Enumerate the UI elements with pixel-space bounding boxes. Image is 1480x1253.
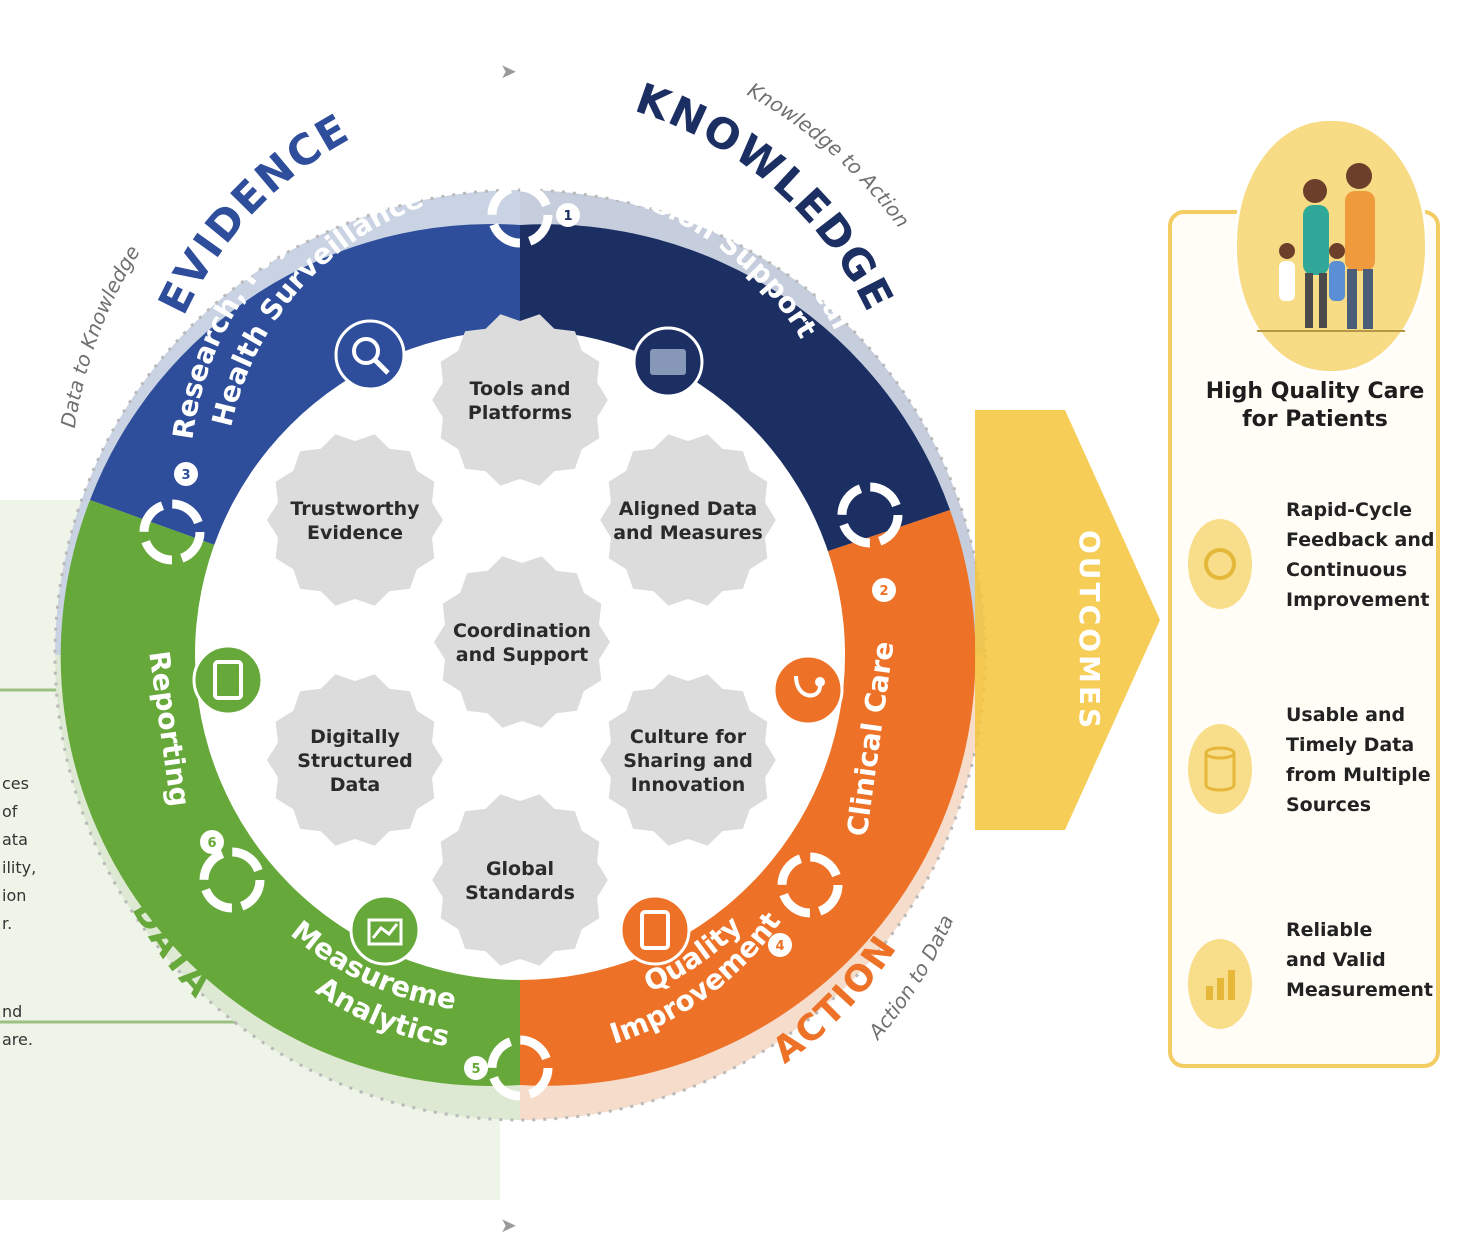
gear-label: Culture for <box>630 726 747 748</box>
left-fragment-6: r. <box>2 914 13 933</box>
family-patients-icon <box>1234 118 1428 374</box>
gear-label: Structured <box>297 750 412 772</box>
gear-shape <box>432 794 608 966</box>
gear-label: Trustworthy <box>290 498 420 520</box>
database-icon <box>1188 724 1252 814</box>
outcome-item-data: Usable and Timely Data from Multiple Sou… <box>1188 700 1448 840</box>
cycle-arrow-icon-bottom: 5 <box>464 1035 553 1101</box>
gear-label: Standards <box>465 882 575 904</box>
cycle-arrow-icon-right: 2 <box>837 482 903 602</box>
outcome-text-data: Usable and Timely Data from Multiple Sou… <box>1286 700 1452 820</box>
arrowhead-bottom: ➤ <box>500 1213 517 1237</box>
outcome-line: Sources <box>1286 794 1372 816</box>
outcome-line: Improvement <box>1286 589 1430 611</box>
outcome-line: Reliable <box>1286 919 1373 941</box>
outcomes-arrow-label: OUTCOMES <box>1073 530 1106 731</box>
outcome-line: Continuous <box>1286 559 1408 581</box>
outcome-line: Feedback and <box>1286 529 1435 551</box>
left-panel-text: ces of ata ility, ion r. nd are. <box>2 770 62 1054</box>
report-document-icon <box>192 644 264 716</box>
outcome-line: Measurement <box>1286 979 1433 1001</box>
left-fragment-1: ces <box>2 774 29 793</box>
svg-text:5: 5 <box>471 1062 480 1077</box>
outcome-line: Rapid-Cycle <box>1286 499 1413 521</box>
arrowhead-top: ➤ <box>500 59 517 83</box>
gear-shape <box>600 674 776 846</box>
gear-shape <box>267 434 443 606</box>
gear-shape <box>432 314 608 486</box>
cycle-arrow-icon-lower-left: 6 <box>199 830 265 913</box>
gear-shape <box>600 434 776 606</box>
gear-label: Coordination <box>453 620 591 642</box>
left-fragment-3: ata <box>2 830 28 849</box>
gear-label: and Measures <box>613 522 763 544</box>
feedback-cycle-icon <box>1188 519 1252 609</box>
gear-shape <box>267 674 443 846</box>
outcome-line: Usable and <box>1286 704 1406 726</box>
family-illustration <box>1257 163 1405 332</box>
gear-label: Data <box>330 774 381 796</box>
gear-label: Global <box>486 858 554 880</box>
svg-text:2: 2 <box>879 584 888 599</box>
outcomes-title-line2: for Patients <box>1242 407 1388 432</box>
outcomes-arrow <box>975 410 1160 830</box>
gear-cluster: Tools andPlatformsTrustworthyEvidenceAli… <box>267 314 776 966</box>
outcome-line: and Valid <box>1286 949 1386 971</box>
clipboard-chart-icon <box>619 894 691 966</box>
gear-label: Innovation <box>631 774 746 796</box>
gear-label: Evidence <box>307 522 403 544</box>
svg-text:1: 1 <box>563 209 572 224</box>
outcome-text-feedback: Rapid-Cycle Feedback and Continuous Impr… <box>1286 495 1452 615</box>
gear-label: Platforms <box>468 402 572 424</box>
outcome-text-measurement: Reliable and Valid Measurement <box>1286 915 1452 1005</box>
gear-label: Sharing and <box>623 750 753 772</box>
cycle-arrow-icon-lower-right: 4 <box>768 852 843 957</box>
analytics-chart-icon <box>349 894 421 966</box>
outcomes-title-line1: High Quality Care <box>1205 379 1425 404</box>
gear-label: and Support <box>456 644 588 666</box>
left-fragment-5: ion <box>2 886 27 905</box>
bar-chart-icon <box>1188 939 1252 1029</box>
left-fragment-2: of <box>2 802 18 821</box>
gear-label: Aligned Data <box>619 498 757 520</box>
outcome-item-measurement: Reliable and Valid Measurement <box>1188 915 1448 1055</box>
left-fragment-8: are. <box>2 1030 33 1049</box>
outcomes-panel-title: High Quality Care for Patients <box>1180 378 1450 434</box>
svg-text:3: 3 <box>181 468 190 483</box>
outcome-line: from Multiple <box>1286 764 1431 786</box>
decision-support-screen-icon <box>632 326 704 398</box>
stethoscope-icon <box>772 654 844 726</box>
gear-label: Tools and <box>470 378 571 400</box>
outcome-line: Timely Data <box>1286 734 1415 756</box>
outcome-item-feedback: Rapid-Cycle Feedback and Continuous Impr… <box>1188 495 1448 635</box>
left-fragment-7: nd <box>2 1002 23 1021</box>
cycle-arrow-icon-left: 3 <box>139 462 205 565</box>
gear-shape <box>434 556 610 728</box>
cycle-arrow-icon-top: 1 <box>487 182 580 248</box>
svg-text:6: 6 <box>207 836 216 851</box>
magnifier-icon <box>334 319 406 391</box>
left-fragment-4: ility, <box>2 858 37 877</box>
gear-label: Digitally <box>310 726 400 748</box>
svg-text:4: 4 <box>775 939 784 954</box>
